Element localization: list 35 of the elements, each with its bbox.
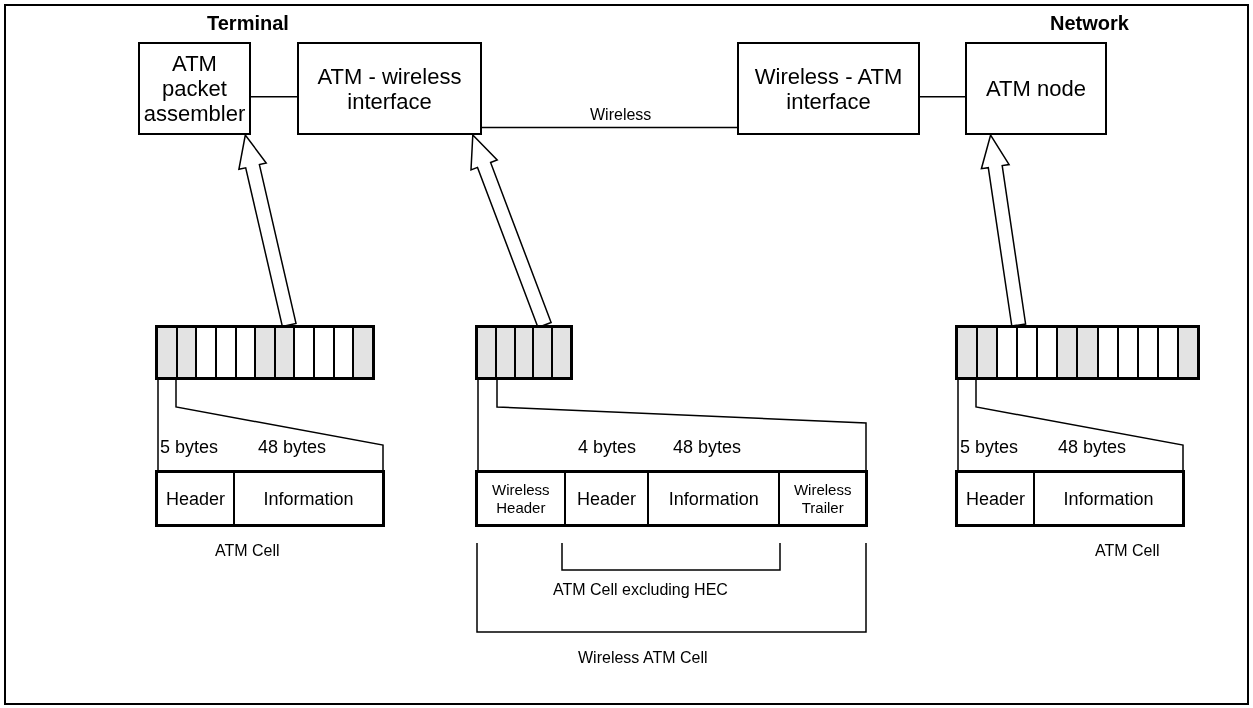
byte-count-label: 4 bytes — [578, 437, 637, 458]
byte-count-label: 48 bytes — [258, 437, 327, 458]
cell-stream-bar — [475, 325, 573, 380]
cell-field: Header — [158, 473, 233, 524]
cell-stream-bar — [155, 325, 375, 380]
process-box: ATM packet assembler — [138, 42, 251, 135]
process-box: ATM node — [965, 42, 1107, 135]
connector-line — [919, 96, 966, 98]
expansion-lines — [957, 379, 1184, 471]
cell-field: Header — [563, 473, 648, 524]
cell-field: Information — [1032, 473, 1182, 524]
byte-count-label: 5 bytes — [160, 437, 219, 458]
byte-count-label: 48 bytes — [673, 437, 742, 458]
cell-stream-bar — [955, 325, 1200, 380]
cell-field: Wireless Header — [478, 473, 564, 524]
process-box: Wireless - ATM interface — [737, 42, 920, 135]
expansion-lines — [157, 379, 384, 471]
cell-field: Information — [647, 473, 779, 524]
process-box: ATM - wireless interface — [297, 42, 482, 135]
section-heading: Terminal — [207, 12, 289, 35]
connector-line — [250, 96, 298, 98]
expansion-lines — [477, 379, 867, 471]
bracket-label: ATM Cell excluding HEC — [553, 581, 728, 599]
cell-field: Header — [958, 473, 1033, 524]
bracket-label: Wireless ATM Cell — [578, 649, 708, 667]
connector-line — [481, 126, 738, 129]
section-heading: Network — [1050, 12, 1129, 35]
cell-caption: ATM Cell — [215, 542, 280, 560]
cell-field: Wireless Trailer — [778, 473, 865, 524]
cell-field: Information — [232, 473, 382, 524]
hollow-arrow — [980, 133, 1027, 327]
cell-caption: ATM Cell — [1095, 542, 1160, 560]
byte-count-label: 5 bytes — [960, 437, 1019, 458]
hollow-arrow — [237, 133, 297, 328]
byte-count-label: 48 bytes — [1058, 437, 1127, 458]
